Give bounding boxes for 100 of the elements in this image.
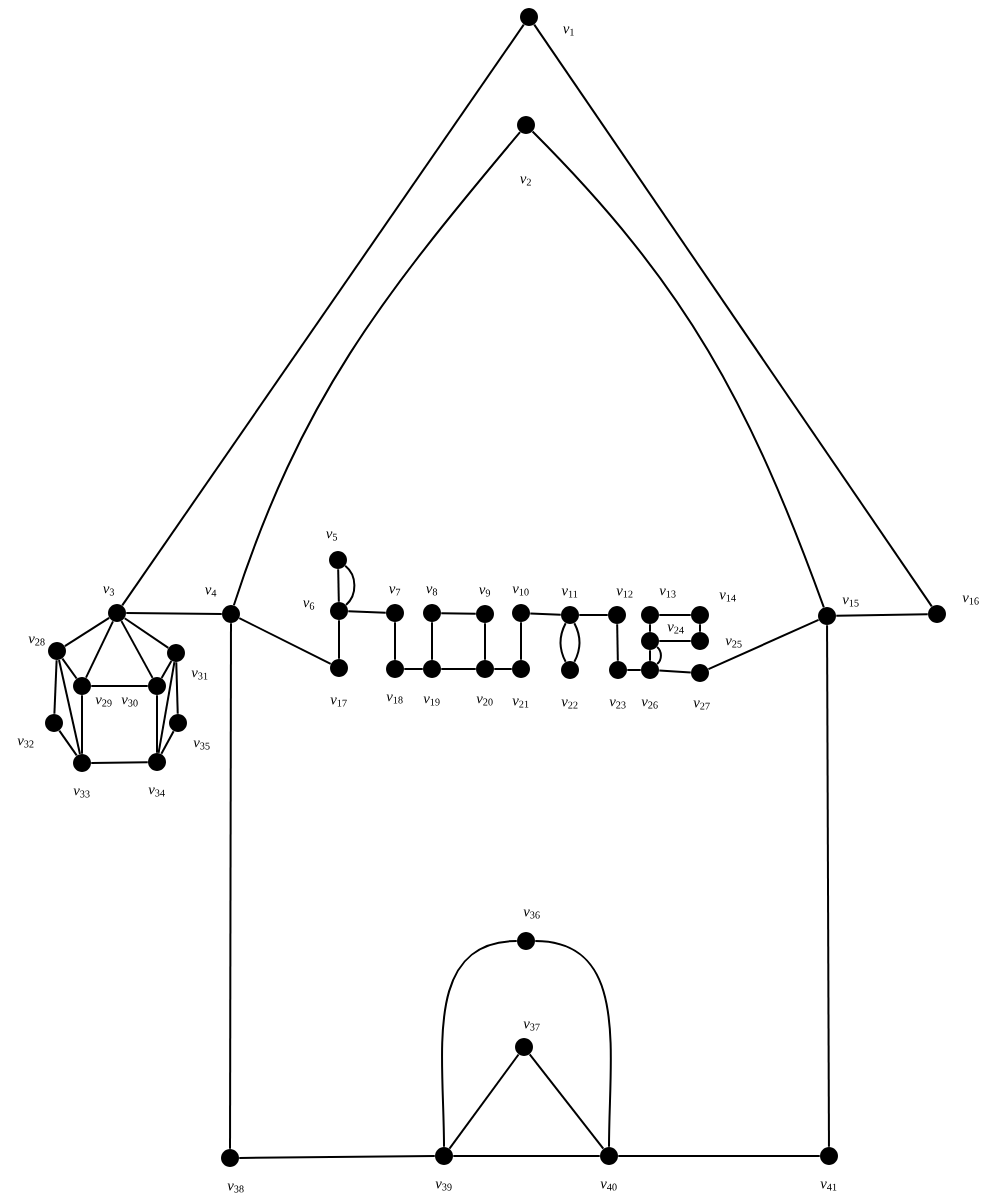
vertex xyxy=(818,607,836,625)
vertex xyxy=(600,1147,618,1165)
vertex xyxy=(148,753,166,771)
graph-edge xyxy=(125,612,223,615)
graph-edge xyxy=(658,614,692,616)
graph-edge xyxy=(160,660,173,679)
vertex-label: v$_{36}$ xyxy=(523,909,540,919)
vertex-label: v$_{4}$ xyxy=(205,587,217,597)
graph-edge xyxy=(484,622,486,661)
graph-edge xyxy=(229,622,232,1150)
graph-edge xyxy=(559,622,567,663)
graph-edge xyxy=(699,623,701,633)
graph-edge xyxy=(238,617,332,665)
vertex-label: v$_{38}$ xyxy=(227,1183,244,1193)
graph-edge xyxy=(431,621,433,661)
vertex xyxy=(561,606,579,624)
vertex xyxy=(386,604,404,622)
graph-edge xyxy=(63,616,111,648)
vertex-label: v$_{23}$ xyxy=(609,699,626,709)
vertex-label: v$_{32}$ xyxy=(17,738,34,748)
vertex xyxy=(222,605,240,623)
vertex xyxy=(517,116,535,134)
graph-edge xyxy=(520,621,522,661)
vertex xyxy=(520,8,538,26)
vertex-label: v$_{12}$ xyxy=(616,588,633,598)
vertex-label: v$_{18}$ xyxy=(386,694,403,704)
graph-edge xyxy=(403,668,424,670)
vertex-label: v$_{22}$ xyxy=(561,699,578,709)
graph-edge xyxy=(528,1053,605,1150)
vertex-label: v$_{9}$ xyxy=(479,587,491,597)
graph-edge xyxy=(120,620,154,679)
vertex xyxy=(928,605,946,623)
vertex-label: v$_{11}$ xyxy=(561,588,578,598)
vertex-label: v$_{27}$ xyxy=(693,700,710,710)
graph-edge xyxy=(626,669,642,671)
graph-edge xyxy=(440,668,477,670)
vertex-label: v$_{28}$ xyxy=(28,636,45,646)
graph-edge xyxy=(658,640,692,642)
graph-edge xyxy=(616,623,619,662)
graph-edge xyxy=(658,669,692,674)
graph-edge xyxy=(493,668,513,670)
vertex-label: v$_{2}$ xyxy=(520,176,531,186)
vertex-label: v$_{15}$ xyxy=(842,597,859,607)
graph-edge xyxy=(573,622,581,663)
graph-edge xyxy=(533,23,933,608)
vertex-label: v$_{14}$ xyxy=(719,592,736,602)
graph-edge xyxy=(121,23,525,607)
vertex xyxy=(167,644,185,662)
graph-edge xyxy=(649,649,651,662)
vertex-label: v$_{29}$ xyxy=(95,697,112,707)
graph-edge xyxy=(53,659,58,715)
graph-edge xyxy=(452,1155,601,1157)
vertex-label: v$_{19}$ xyxy=(423,696,440,706)
vertex xyxy=(641,632,659,650)
graph-edge xyxy=(534,940,612,1148)
vertex xyxy=(48,642,66,660)
vertex-label: v$_{20}$ xyxy=(476,696,493,706)
vertex-label: v$_{8}$ xyxy=(426,586,438,596)
graph-edge xyxy=(81,694,83,755)
vertex xyxy=(423,604,441,622)
graph-edge xyxy=(157,661,176,754)
graph-edge xyxy=(58,659,81,755)
vertex-label: v$_{5}$ xyxy=(326,531,338,541)
graph-edge xyxy=(337,568,340,603)
graph-edge xyxy=(656,645,662,666)
vertex-label: v$_{21}$ xyxy=(512,698,529,708)
graph-edge xyxy=(85,620,114,679)
vertex xyxy=(512,660,530,678)
vertex-label: v$_{41}$ xyxy=(820,1181,837,1191)
graph-edge xyxy=(90,761,149,764)
vertex xyxy=(476,660,494,678)
graph-edge xyxy=(344,564,356,606)
graph-edge xyxy=(238,1155,436,1159)
graph-edge xyxy=(448,1053,520,1150)
graph-edge xyxy=(529,612,562,616)
vertex xyxy=(609,661,627,679)
vertex xyxy=(691,664,709,682)
vertex-label: v$_{3}$ xyxy=(103,586,115,596)
vertex-label: v$_{34}$ xyxy=(148,787,165,797)
vertex xyxy=(423,660,441,678)
vertex xyxy=(45,714,63,732)
graph-edge xyxy=(58,729,78,757)
vertex-label: v$_{39}$ xyxy=(435,1181,452,1191)
vertex xyxy=(108,604,126,622)
vertex-label: v$_{37}$ xyxy=(523,1021,540,1031)
vertex-label: v$_{13}$ xyxy=(659,588,676,598)
vertex xyxy=(330,602,348,620)
vertex-label: v$_{35}$ xyxy=(193,740,210,750)
vertex-label: v$_{10}$ xyxy=(512,586,529,596)
vertex xyxy=(820,1147,838,1165)
vertex-label: v$_{25}$ xyxy=(725,638,742,648)
vertex-label: v$_{17}$ xyxy=(330,697,347,707)
vertex xyxy=(517,932,535,950)
graph-edge xyxy=(338,619,340,660)
vertex-label: v$_{40}$ xyxy=(600,1181,617,1191)
graph-edge xyxy=(61,657,78,680)
graph-edge xyxy=(394,621,396,661)
vertex xyxy=(386,660,404,678)
graph-edge xyxy=(826,624,830,1148)
vertex xyxy=(515,1038,533,1056)
